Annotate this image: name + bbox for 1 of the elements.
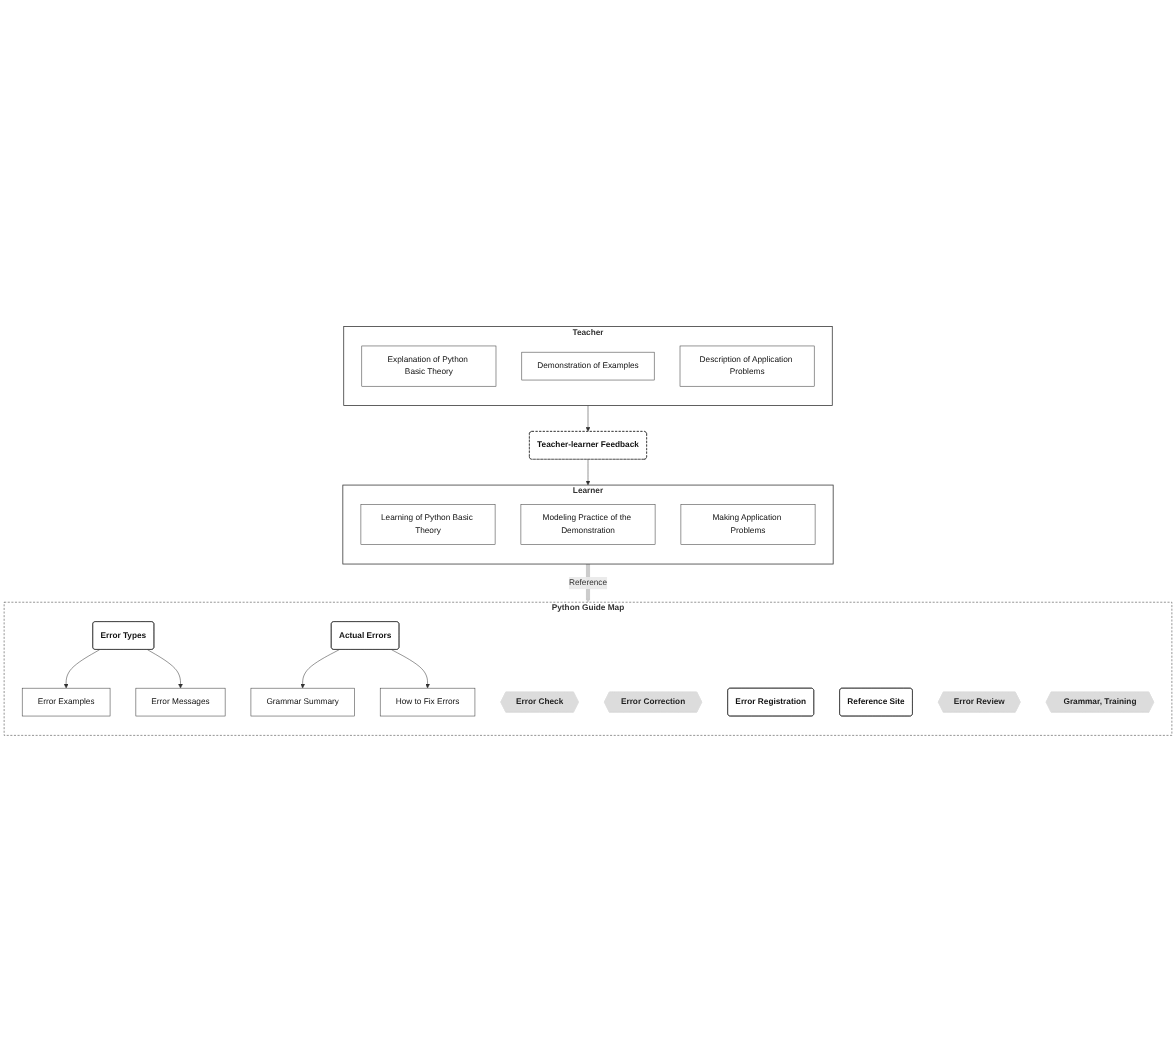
arrow bbox=[585, 564, 591, 603]
